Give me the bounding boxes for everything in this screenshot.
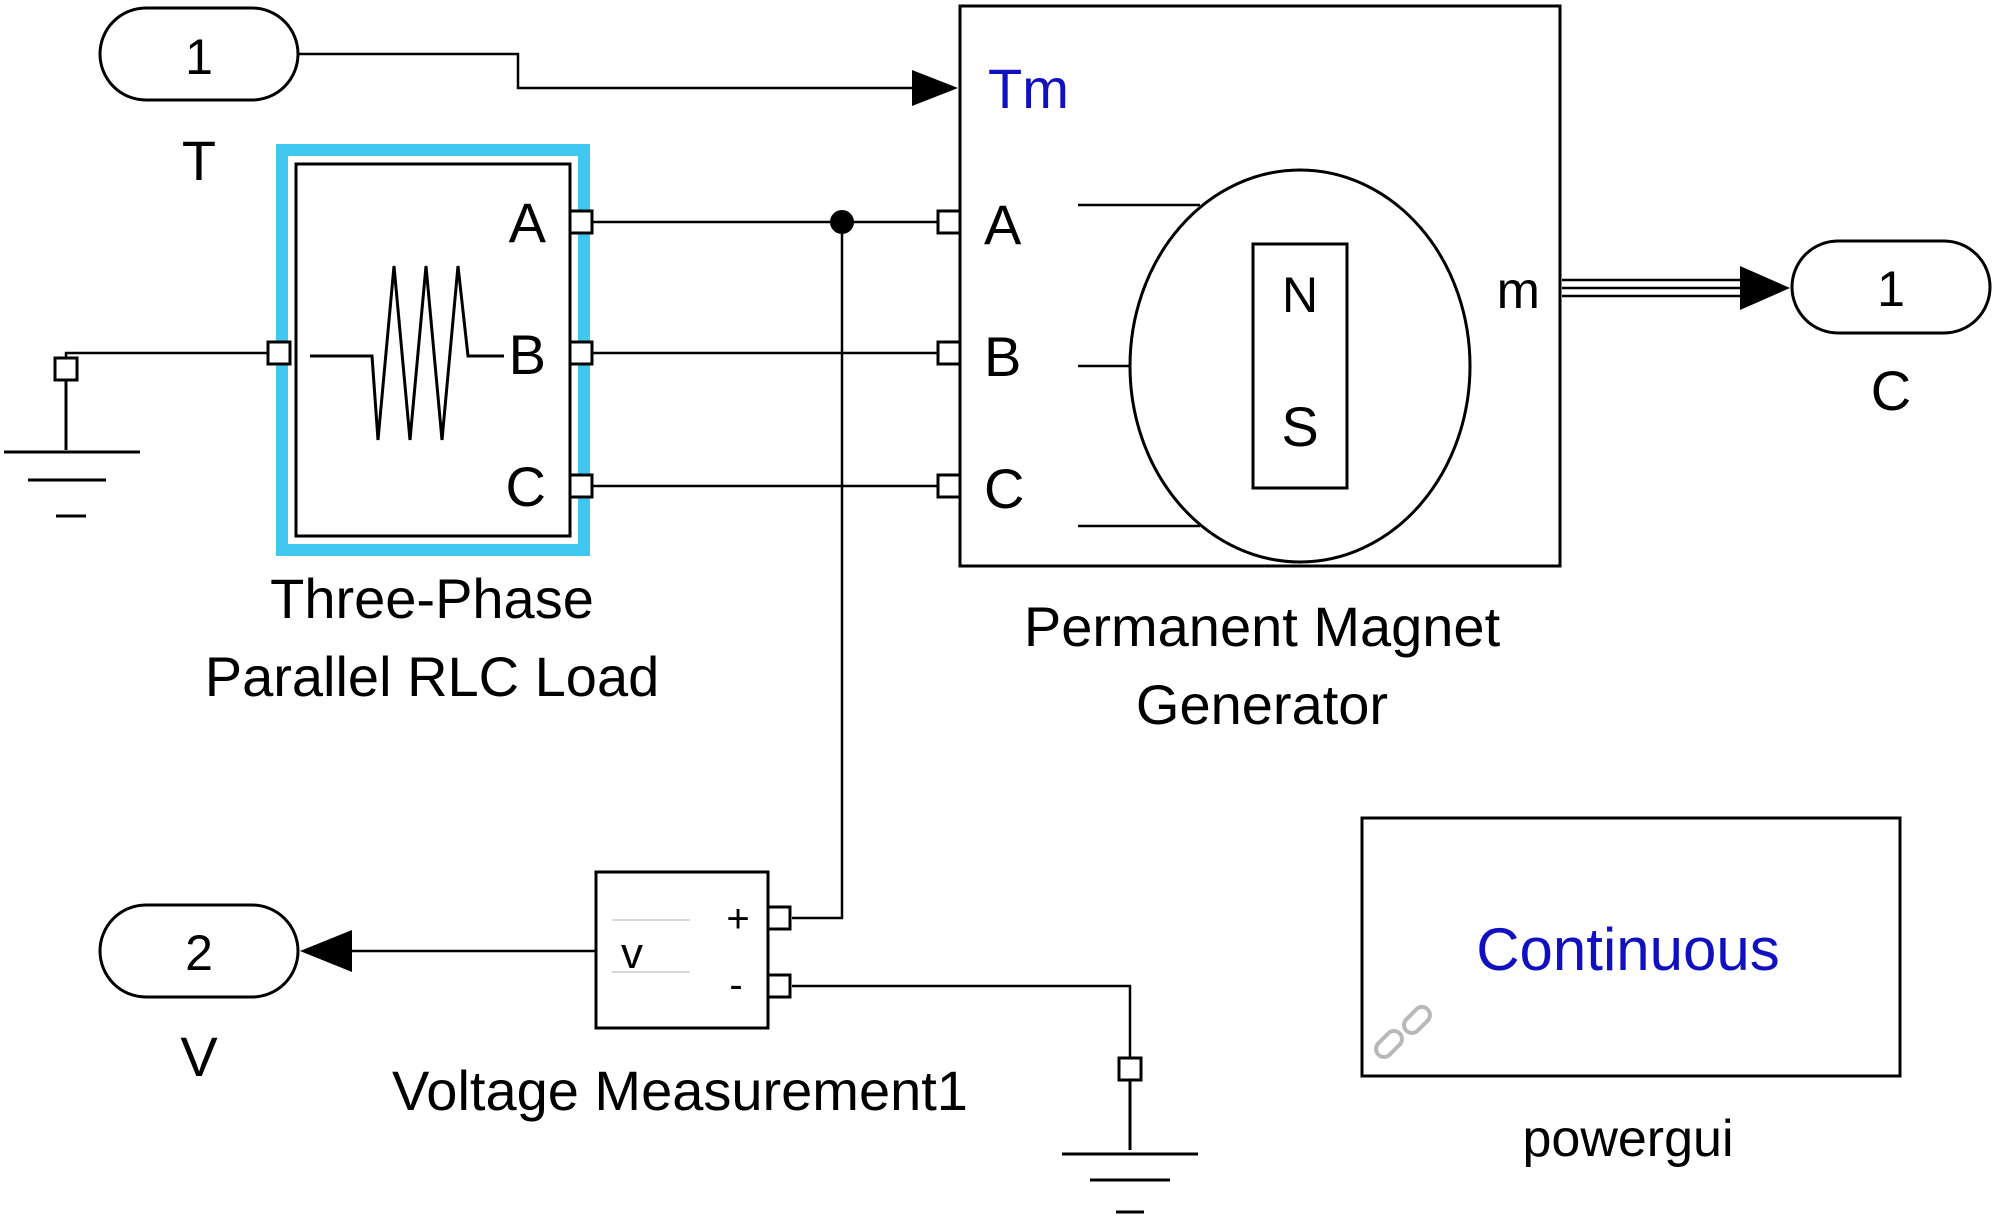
generator-port-c[interactable]	[936, 473, 962, 499]
rlc-label-c: C	[506, 455, 546, 518]
vm-label-v: v	[621, 929, 643, 978]
powergui-mode: Continuous	[1476, 916, 1780, 983]
powergui-block[interactable]: Continuous powergui	[1360, 816, 1902, 1168]
rlc-port-b[interactable]	[568, 340, 594, 366]
rlc-label-b: B	[509, 323, 546, 386]
voltage-measurement-block[interactable]: + - v Voltage Measurement1	[392, 870, 968, 1122]
vm-port-plus[interactable]	[766, 905, 792, 931]
outport-c-shape[interactable]	[1790, 239, 1992, 335]
inport-t[interactable]: 1 T	[98, 6, 300, 192]
wire-ground-to-neutral[interactable]	[64, 351, 277, 368]
magnet-s-label: S	[1281, 395, 1318, 458]
generator-body[interactable]	[958, 4, 1562, 568]
vm-label-plus: +	[726, 897, 749, 941]
ground-left-port[interactable]	[53, 356, 79, 382]
rlc-name-line1: Three-Phase	[270, 567, 594, 630]
rlc-port-c[interactable]	[568, 473, 594, 499]
generator-name-line1: Permanent Magnet	[1024, 595, 1501, 658]
rlc-load-block[interactable]: A B C Three-Phase Parallel RLC Load	[205, 144, 659, 708]
generator-name-line2: Generator	[1136, 673, 1388, 736]
rlc-zigzag-icon	[310, 265, 504, 441]
ground-bottom[interactable]	[1062, 1056, 1198, 1214]
outport-c-label: C	[1871, 359, 1911, 422]
ground-bottom-port[interactable]	[1117, 1056, 1143, 1082]
wire-t-to-tm[interactable]	[298, 52, 925, 90]
inport-t-label: T	[182, 129, 216, 192]
powergui-body[interactable]	[1360, 816, 1902, 1078]
outport-v[interactable]: 2 V	[98, 903, 300, 1088]
voltage-measurement-body[interactable]	[594, 870, 770, 1030]
rlc-label-a: A	[509, 191, 547, 254]
outport-v-shape[interactable]	[98, 903, 300, 999]
generator-port-b[interactable]	[936, 340, 962, 366]
rlc-name-line2: Parallel RLC Load	[205, 645, 659, 708]
outport-c-number: 1	[1877, 261, 1905, 317]
rlc-port-a[interactable]	[568, 209, 594, 235]
arrow-out2	[300, 930, 352, 972]
generator-label-tm: Tm	[988, 57, 1069, 120]
inport-t-number: 1	[185, 29, 213, 85]
vm-port-minus[interactable]	[766, 973, 792, 999]
wire-vminus-to-ground[interactable]	[792, 984, 1132, 1064]
magnet-n-label: N	[1282, 267, 1318, 323]
arrow-tm	[912, 70, 958, 106]
wires	[64, 52, 1790, 1064]
ground-left[interactable]	[4, 356, 140, 518]
outport-v-number: 2	[185, 925, 213, 981]
rlc-port-neutral[interactable]	[266, 340, 292, 366]
pm-generator-block[interactable]: N S Tm A B C m Permanent Magnet Generato…	[936, 4, 1562, 736]
generator-port-a[interactable]	[936, 209, 962, 235]
generator-label-b: B	[984, 325, 1021, 388]
broken-link-icon	[1374, 1005, 1432, 1059]
generator-label-m: m	[1497, 262, 1540, 320]
generator-machine-icon	[1128, 168, 1472, 564]
outport-v-label: V	[180, 1025, 218, 1088]
inport-t-shape[interactable]	[98, 6, 300, 102]
powergui-name: powergui	[1522, 1110, 1733, 1168]
vm-name: Voltage Measurement1	[392, 1059, 968, 1122]
generator-label-c: C	[984, 457, 1024, 520]
generator-label-a: A	[984, 193, 1022, 256]
outport-c[interactable]: 1 C	[1790, 239, 1992, 422]
vm-label-minus: -	[729, 963, 742, 1007]
magnet-icon	[1251, 242, 1349, 490]
arrow-out1	[1740, 266, 1790, 310]
wire-a-to-vplus[interactable]	[792, 222, 844, 920]
